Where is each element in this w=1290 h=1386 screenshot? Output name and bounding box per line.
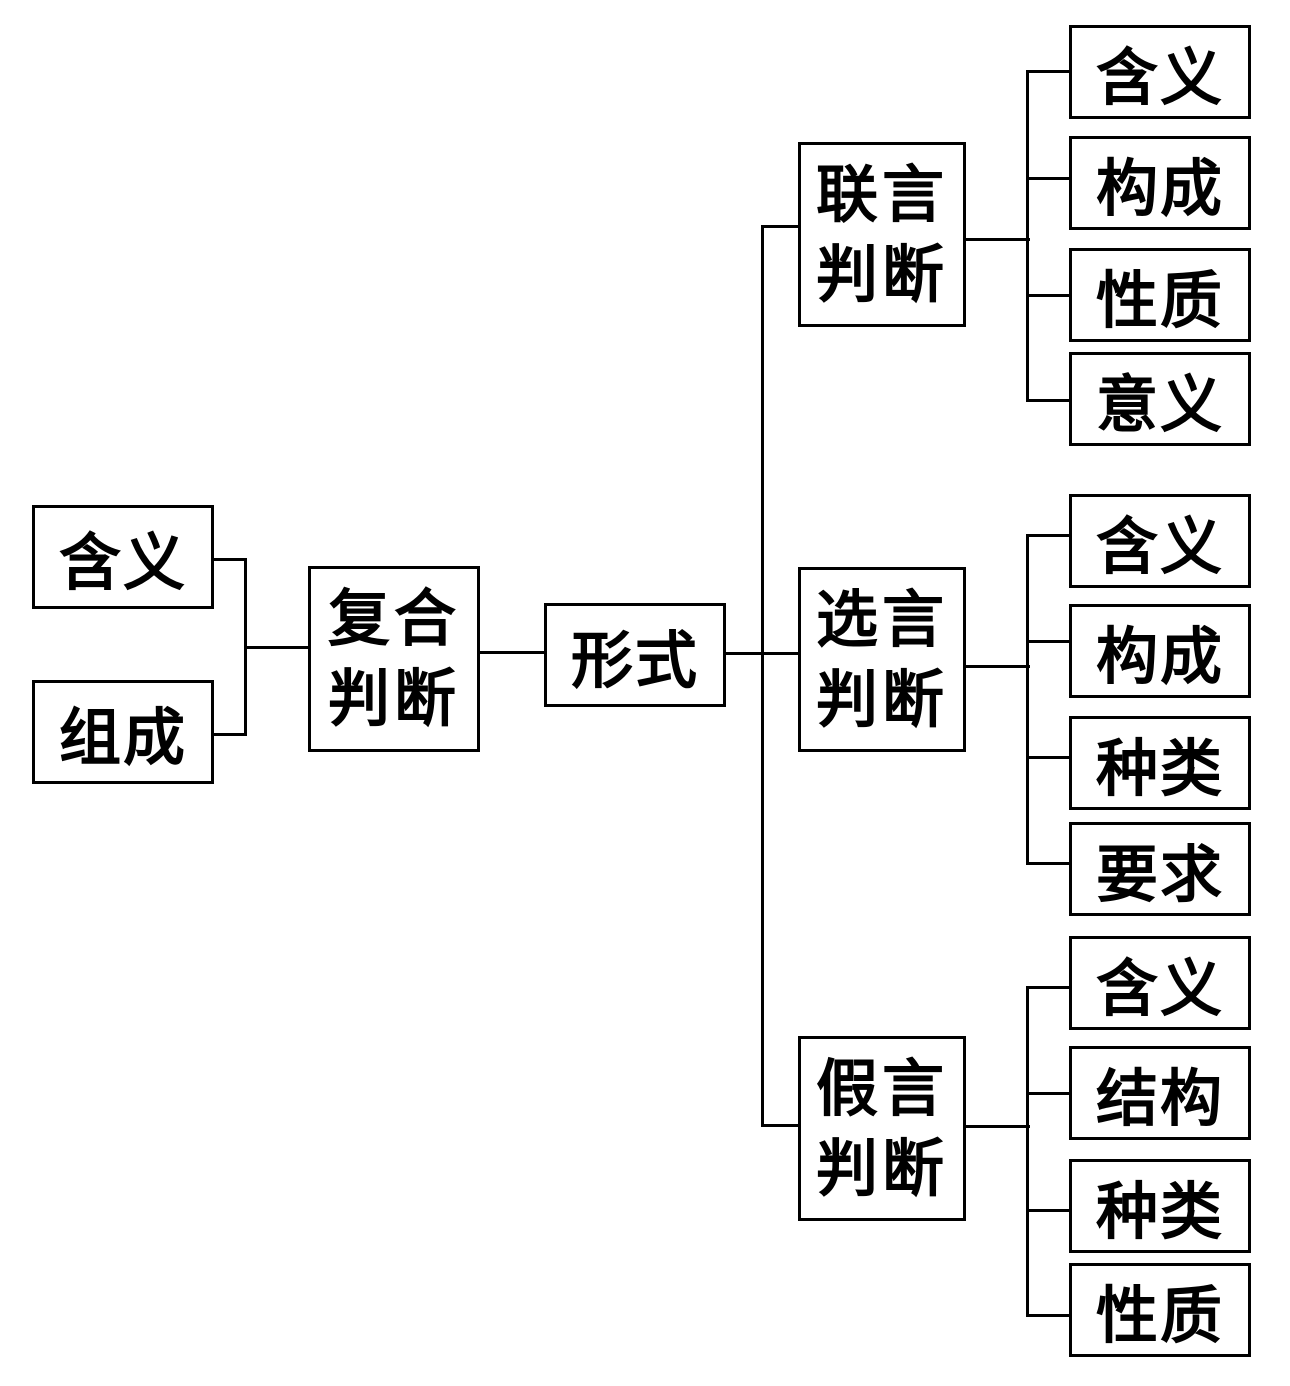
leaf-node: 性质	[1069, 248, 1251, 342]
leaf-node: 含义	[1069, 25, 1251, 119]
root-attribute-node: 组成	[32, 680, 214, 784]
node-label: 种类	[1095, 732, 1224, 805]
connector-line	[1026, 1209, 1071, 1212]
node-label-line: 假言	[815, 1051, 948, 1125]
connector-line	[1026, 1092, 1071, 1095]
leaf-node: 结构	[1069, 1046, 1251, 1140]
node-label-line: 判断	[815, 1131, 948, 1205]
connector-line	[1026, 70, 1029, 401]
connector-line	[1026, 70, 1071, 73]
connector-line	[212, 733, 247, 736]
root-node: 复合 判断	[308, 566, 480, 752]
connector-line	[761, 225, 800, 228]
node-label-line: 判断	[815, 237, 948, 311]
connector-line	[1026, 177, 1071, 180]
connector-line	[1026, 294, 1071, 297]
connector-line	[1026, 534, 1029, 865]
type-node-disjunctive: 选言 判断	[798, 567, 966, 752]
node-label: 含义	[1095, 952, 1224, 1025]
connector-line	[1026, 1314, 1071, 1317]
connector-line	[1026, 640, 1071, 643]
node-label-line: 判断	[815, 662, 948, 736]
connector-line	[964, 238, 1030, 241]
node-label: 形式	[570, 624, 699, 697]
node-label-line: 联言	[815, 157, 948, 231]
node-label-line: 选言	[815, 582, 948, 656]
node-label: 种类	[1095, 1175, 1224, 1248]
leaf-node: 构成	[1069, 604, 1251, 698]
connector-line	[1026, 534, 1071, 537]
connector-line	[1026, 399, 1071, 402]
node-label-line: 判断	[327, 662, 460, 735]
connector-line	[761, 225, 764, 1127]
form-node: 形式	[544, 603, 726, 707]
connector-line	[1026, 862, 1071, 865]
node-label: 要求	[1095, 838, 1224, 911]
connector-line	[761, 1124, 800, 1127]
node-label: 构成	[1095, 152, 1224, 225]
connector-line	[212, 558, 247, 561]
leaf-node: 种类	[1069, 716, 1251, 810]
node-label-line: 复合	[327, 582, 460, 655]
node-label: 构成	[1095, 620, 1224, 693]
node-label: 结构	[1095, 1062, 1224, 1135]
leaf-node: 性质	[1069, 1263, 1251, 1357]
connector-line	[964, 1125, 1030, 1128]
connector-line	[1026, 756, 1071, 759]
type-node-conjunctive: 联言 判断	[798, 142, 966, 327]
node-label: 意义	[1095, 368, 1224, 441]
connector-line	[1026, 986, 1071, 989]
root-attribute-node: 含义	[32, 505, 214, 609]
node-label: 含义	[58, 526, 187, 599]
node-label: 含义	[1095, 41, 1224, 114]
node-label: 性质	[1095, 1279, 1224, 1352]
connector-line	[244, 646, 310, 649]
leaf-node: 意义	[1069, 352, 1251, 446]
node-label: 性质	[1095, 264, 1224, 337]
node-label: 组成	[58, 701, 187, 774]
leaf-node: 含义	[1069, 936, 1251, 1030]
leaf-node: 构成	[1069, 136, 1251, 230]
connector-line	[478, 651, 546, 654]
node-label: 含义	[1095, 510, 1224, 583]
connector-line	[1026, 986, 1029, 1317]
leaf-node: 种类	[1069, 1159, 1251, 1253]
connector-line	[964, 665, 1030, 668]
type-node-hypothetical: 假言 判断	[798, 1036, 966, 1221]
leaf-node: 要求	[1069, 822, 1251, 916]
leaf-node: 含义	[1069, 494, 1251, 588]
